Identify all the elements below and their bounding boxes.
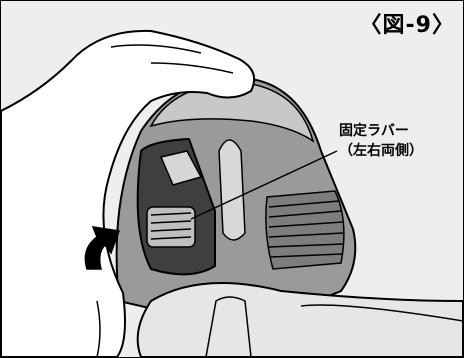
laser-window xyxy=(218,139,246,241)
rotation-arrow xyxy=(84,226,121,270)
base-bracket xyxy=(136,282,463,357)
fixing-rubber xyxy=(146,206,196,248)
right-rubber-ribs xyxy=(265,190,345,270)
callout-label: 固定ラバー （左右両側） xyxy=(339,121,423,161)
hand-illustration xyxy=(1,29,255,357)
callout-leader-line xyxy=(190,150,338,220)
figure-number-label: 〈図-9〉 xyxy=(359,13,455,38)
callout-line-2: （左右両側） xyxy=(339,143,423,159)
callout-line-1: 固定ラバー xyxy=(339,123,409,139)
